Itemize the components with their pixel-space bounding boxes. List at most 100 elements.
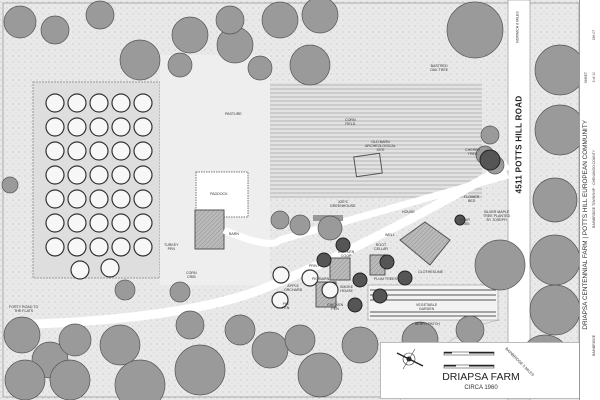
- label-corn-crib: CORN CRIB: [186, 271, 197, 279]
- plum-tree: [372, 288, 388, 304]
- shade-tree: [224, 314, 256, 346]
- old-barn-site: [353, 152, 383, 178]
- shade-tree: [529, 284, 581, 336]
- label-pig-barn: PIG BARN: [312, 277, 330, 281]
- label-smoke-house: SMOKE HOUSE: [340, 285, 353, 293]
- fruit-tree: [89, 93, 109, 113]
- shade-tree: [455, 315, 485, 345]
- shade-tree: [167, 52, 193, 78]
- shade-tree: [114, 359, 166, 400]
- shade-tree: [297, 352, 343, 398]
- project-title: DRIAPSA CENTENNIAL FARM | POTTS HILL EUR…: [582, 120, 589, 330]
- fruit-tree: [45, 93, 65, 113]
- fruit-tree: [89, 189, 109, 209]
- shade-tree: [3, 5, 37, 39]
- fruit-tree: [133, 165, 153, 185]
- label-well: WELL: [385, 233, 395, 237]
- shade-tree: [215, 5, 245, 35]
- fruit-tree: [89, 165, 109, 185]
- label-old-barn: OLD BARN ARCHEOLOGICAL SITE: [365, 140, 396, 152]
- trees: [1, 0, 586, 400]
- shade-tree: [247, 55, 273, 81]
- fruit-tree: [133, 237, 153, 257]
- fruit-tree: [133, 213, 153, 233]
- fruit-tree: [133, 93, 153, 113]
- chicken-coop: [329, 257, 351, 281]
- label-root-cellar: ROOT CELLAR: [374, 243, 388, 251]
- plum-tree: [379, 254, 395, 270]
- plum-tree: [352, 272, 368, 288]
- corn-field: [270, 83, 482, 198]
- shade-tree: [169, 281, 191, 303]
- shade-tree: [85, 0, 115, 30]
- shade-tree: [58, 323, 92, 357]
- vegetable-garden: [367, 284, 499, 321]
- fruit-tree: [67, 141, 87, 161]
- shade-tree: [119, 39, 161, 81]
- plum-tree: [454, 214, 466, 226]
- shade-tree: [529, 234, 581, 286]
- fruit-tree: [111, 213, 131, 233]
- label-bastred-oak: BASTRED OAK TREE: [430, 64, 449, 72]
- barn: [194, 209, 225, 250]
- sheet-label: SHEET: [584, 72, 588, 84]
- shade-tree: [114, 279, 136, 301]
- shade-tree: [301, 0, 339, 34]
- label-silver-maple: SILVER MAPLE TREE PLANTED BY JOSEPH: [483, 210, 511, 222]
- fruit-tree: [89, 213, 109, 233]
- label-chicken-pen: CHICKEN PEN: [327, 303, 344, 311]
- shade-tree: [251, 331, 289, 369]
- label-forty-rod: FORTY ROAD TO THE FLATS: [9, 305, 39, 313]
- title-sidebar: DRIAPSA CENTENNIAL FARM | POTTS HILL EUR…: [579, 0, 600, 400]
- fruit-tree: [89, 237, 109, 257]
- label-flower-bed: FLOWER BED: [464, 195, 480, 203]
- fruit-tree: [133, 189, 153, 209]
- plum-tree: [479, 149, 501, 171]
- label-cherry-tree: CHERRY TREE: [465, 148, 481, 156]
- fruit-tree: [111, 141, 131, 161]
- shade-tree: [446, 1, 504, 59]
- shade-tree: [3, 316, 41, 354]
- fruit-tree: [67, 189, 87, 209]
- label-vegetable-garden: VEGETABLE GARDEN: [416, 303, 438, 311]
- shade-tree: [270, 210, 290, 230]
- shade-tree: [175, 310, 205, 340]
- label-pear-tree: PEAR TREE: [460, 218, 470, 226]
- fruit-tree: [133, 141, 153, 161]
- shade-tree: [40, 15, 70, 45]
- shade-tree: [532, 177, 578, 223]
- fruit-tree: [45, 213, 65, 233]
- shade-tree: [474, 239, 526, 291]
- plum-tree: [316, 252, 332, 268]
- fruit-tree: [89, 141, 109, 161]
- shade-tree: [174, 344, 226, 396]
- label-privy: PRIVY: [309, 264, 320, 268]
- fruit-tree: [67, 237, 87, 257]
- town-label: BAINBRIDGE: [592, 335, 596, 356]
- shade-tree: [480, 125, 500, 145]
- road-label: 4511 POTTS HILL ROAD: [514, 95, 524, 194]
- label-clothesline: CLOTHESLINE: [418, 270, 443, 274]
- fruit-tree: [45, 117, 65, 137]
- fruit-tree: [70, 260, 90, 280]
- sheet-number: 3 of 10: [592, 72, 596, 83]
- fruit-tree: [133, 117, 153, 137]
- label-pasture: PASTURE: [225, 112, 242, 116]
- plum-tree: [335, 237, 351, 253]
- label-chicken-coop: CHICKEN COOP: [338, 250, 355, 258]
- shade-tree: [284, 324, 316, 356]
- north-arrow-icon: [396, 348, 424, 370]
- label-house: HOUSE: [402, 210, 415, 214]
- shade-tree: [49, 359, 91, 400]
- project-location: BAINBRIDGE TOWNSHIP · CHENANGO COUNTY: [592, 150, 596, 228]
- fruit-tree: [111, 117, 131, 137]
- norwich-direction: NORWICH 8 MILES: [515, 11, 520, 43]
- fruit-tree: [111, 93, 131, 113]
- shade-tree: [534, 104, 586, 156]
- drawing-number: OH-07: [592, 30, 596, 40]
- shade-tree: [4, 359, 46, 400]
- shade-tree: [534, 44, 586, 96]
- label-pig-pen: PIG PEN: [282, 302, 290, 310]
